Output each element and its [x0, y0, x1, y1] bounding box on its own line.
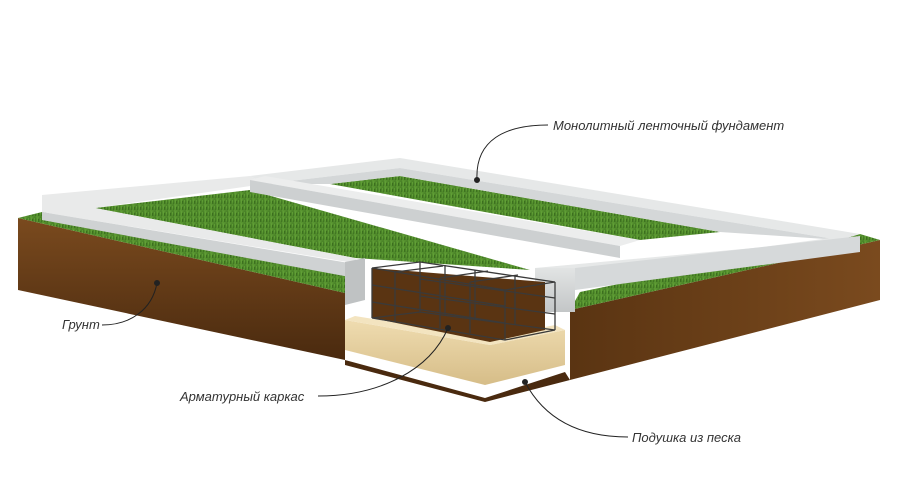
label-rebar-cage: Арматурный каркас: [180, 389, 305, 404]
soil-trench-bottom: [345, 360, 570, 402]
rebar-cage: [371, 261, 556, 342]
leader-foundation: [476, 124, 549, 181]
soil-block: [18, 218, 880, 402]
label-sand-cushion: Подушка из песка: [632, 430, 741, 445]
leader-lines: [101, 124, 629, 438]
leader-rebar: [317, 327, 449, 397]
leader-sand: [524, 381, 629, 438]
sand-cushion: [345, 316, 565, 385]
label-soil: Грунт: [62, 317, 100, 332]
leader-soil: [101, 282, 158, 326]
soil-front-left: [18, 218, 345, 360]
strip-foundation: [42, 158, 860, 312]
soil-front-right: [570, 240, 880, 380]
label-foundation: Монолитный ленточный фундамент: [553, 118, 785, 133]
